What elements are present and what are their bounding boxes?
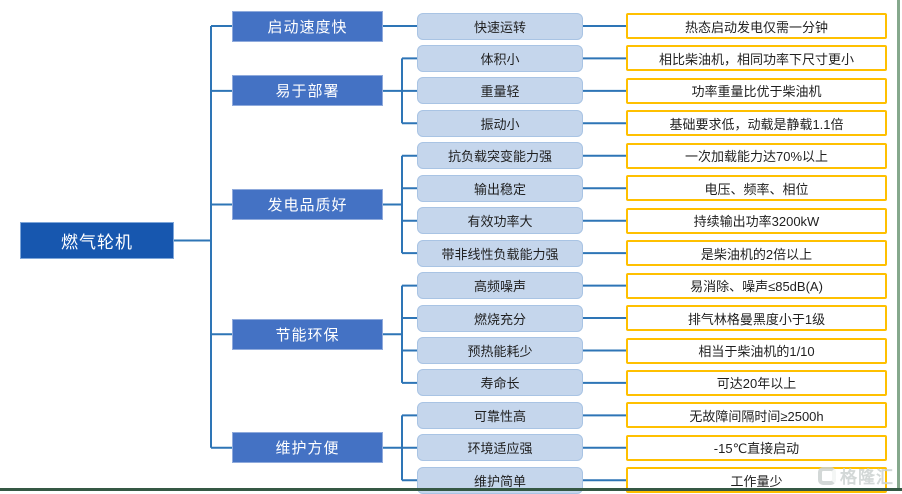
- detail-node: 一次加载能力达70%以上: [626, 142, 887, 169]
- gelonghui-g-icon: [818, 466, 836, 485]
- branch-node-power-quality: 发电品质好: [232, 189, 383, 220]
- detail-node: 相比柴油机，相同功率下尺寸更小: [626, 45, 887, 72]
- root-node: 燃气轮机: [20, 222, 174, 259]
- page-edge-bottom-divider: [0, 488, 902, 491]
- detail-node: 功率重量比优于柴油机: [626, 77, 887, 104]
- feature-node: 快速运转: [417, 12, 583, 40]
- feature-node: 抗负载突变能力强: [417, 142, 583, 170]
- gelonghui-watermark: 格隆汇: [818, 463, 894, 488]
- page-edge-right-divider: [897, 0, 900, 491]
- feature-node: 环境适应强: [417, 434, 583, 462]
- detail-node: 电压、频率、相位: [626, 175, 887, 202]
- detail-node: 排气林格曼黑度小于1级: [626, 305, 887, 331]
- feature-node: 带非线性负载能力强: [417, 239, 583, 267]
- detail-node: 持续输出功率3200kW: [626, 207, 887, 234]
- branch-node-easy-deployment: 易于部署: [232, 75, 383, 107]
- feature-node: 振动小: [417, 109, 583, 137]
- detail-node: 易消除、噪声≤85dB(A): [626, 272, 887, 299]
- feature-node: 体积小: [417, 44, 583, 72]
- branch-node-startup-speed: 启动速度快: [232, 10, 383, 42]
- feature-node: 高频噪声: [417, 272, 583, 300]
- detail-node: 热态启动发电仅需一分钟: [626, 13, 887, 39]
- feature-node: 有效功率大: [417, 207, 583, 235]
- feature-node: 重量轻: [417, 77, 583, 105]
- detail-node: 可达20年以上: [626, 369, 887, 396]
- feature-node: 预热能耗少: [417, 337, 583, 364]
- detail-node: 基础要求低，动载是静载1.1倍: [626, 110, 887, 137]
- detail-node: 无故障间隔时间≥2500h: [626, 402, 887, 429]
- detail-node: 相当于柴油机的1/10: [626, 337, 887, 364]
- detail-node: -15℃直接启动: [626, 434, 887, 461]
- feature-node: 寿命长: [417, 369, 583, 397]
- feature-node: 输出稳定: [417, 174, 583, 202]
- watermark-text: 格隆汇: [840, 468, 894, 487]
- branch-node-easy-maintenance: 维护方便: [232, 432, 383, 464]
- branch-node-energy-saving: 节能环保: [232, 318, 383, 350]
- feature-node: 可靠性高: [417, 401, 583, 429]
- feature-node: 燃烧充分: [417, 304, 583, 332]
- detail-node: 是柴油机的2倍以上: [626, 240, 887, 267]
